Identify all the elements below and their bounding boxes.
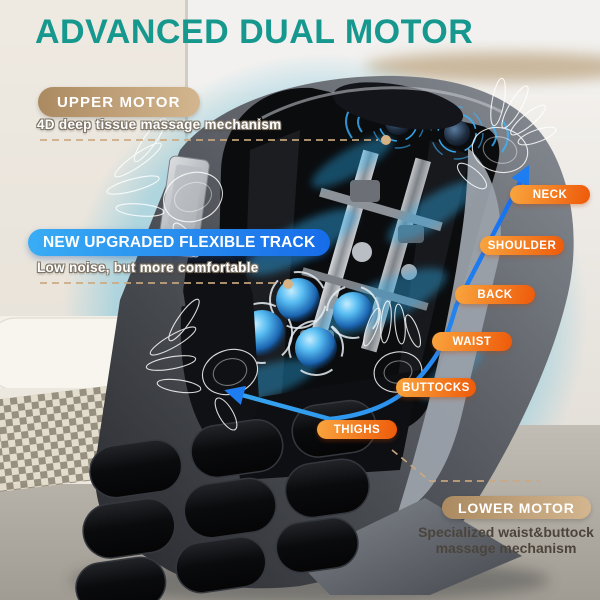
zone-badge-shoulder: SHOULDER (480, 236, 564, 255)
lower-motor-description-line1: Specialized waist&buttock (418, 524, 594, 540)
flexible-track-leader-dot (283, 279, 293, 289)
zone-badge-waist: WAIST (432, 332, 512, 351)
flexible-track-description: Low noise, but more comfortable (37, 260, 259, 275)
zone-badge-buttocks: BUTTOCKS (396, 378, 476, 397)
lower-motor-description-line2: massage mechanism (435, 540, 577, 556)
headrest-pillow (332, 82, 464, 130)
upper-motor-badge: UPPER MOTOR (38, 87, 200, 117)
zone-badge-neck: NECK (510, 185, 590, 204)
page-title: ADVANCED DUAL MOTOR (35, 13, 474, 51)
lower-motor-description: Specialized waist&buttock massage mechan… (398, 524, 600, 556)
leader-lines (40, 139, 540, 482)
chair-base (296, 498, 522, 595)
zone-badge-back: BACK (455, 285, 535, 304)
lower-motor-leader (391, 449, 540, 482)
flexible-track-badge: NEW UPGRADED FLEXIBLE TRACK (28, 229, 331, 256)
zone-badge-thighs: THIGHS (317, 420, 397, 439)
upper-motor-leader-dot (381, 135, 391, 145)
lower-motor-badge: LOWER MOTOR (442, 496, 591, 519)
leg-rest (75, 399, 377, 600)
upper-motor-description: 4D deep tissue massage mechanism (37, 117, 282, 132)
